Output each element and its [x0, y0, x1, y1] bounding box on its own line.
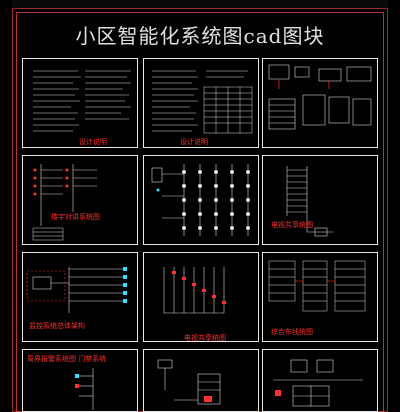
- sheet-caption: 综合布线统图: [271, 328, 313, 336]
- sheet-drawing: [26, 267, 127, 313]
- sheet-drawing: [163, 267, 226, 314]
- sheet-cabling[interactable]: 综合布线统图: [262, 252, 378, 342]
- sheet-design-notes-2[interactable]: 设计说明: [143, 58, 259, 148]
- sheet-drawing: [286, 166, 333, 237]
- sheet-caption: 设计说明: [180, 138, 208, 146]
- sheet-caption: 周界报警系统图 门禁系统: [27, 355, 107, 363]
- sheet-drawing: [273, 359, 363, 407]
- sheet-drawing: [32, 164, 97, 241]
- sheet-caption: 监控系统总体架构: [29, 322, 85, 330]
- sheet-intercom-system[interactable]: 楼宇对讲系统图: [22, 155, 138, 245]
- sheet-detail-a[interactable]: [143, 349, 259, 412]
- sheet-tv-shared-2[interactable]: 电视共享统图: [143, 252, 259, 342]
- sheet-design-notes-1[interactable]: 设计说明: [22, 58, 138, 148]
- sheet-caption: 电视共享统图: [271, 221, 313, 229]
- sheet-drawing: [33, 70, 131, 132]
- sheet-detail-b[interactable]: [262, 349, 378, 412]
- sheet-tv-distribution[interactable]: [143, 155, 259, 245]
- sheet-surveillance[interactable]: 监控系统总体架构: [22, 252, 138, 342]
- sheet-caption: 设计说明: [79, 138, 107, 146]
- sheet-caption: 楼宇对讲系统图: [51, 213, 100, 221]
- sheet-drawing: [151, 164, 250, 236]
- sheet-drawing: [75, 368, 94, 410]
- sheet-perimeter-access[interactable]: 周界报警系统图 门禁系统: [22, 349, 138, 412]
- sheet-tv-shared[interactable]: 电视共享统图: [262, 155, 378, 245]
- sheet-drawing: [268, 64, 372, 130]
- sheet-drawing: [268, 260, 366, 312]
- sheet-floor-details[interactable]: [262, 58, 378, 148]
- sheet-caption: 电视共享统图: [184, 334, 226, 342]
- top-strip: [12, 0, 388, 8]
- sheet-drawing: [157, 359, 221, 405]
- drawing-title: 小区智能化系统图cad图块: [75, 24, 325, 48]
- sheet-drawing: [152, 70, 253, 134]
